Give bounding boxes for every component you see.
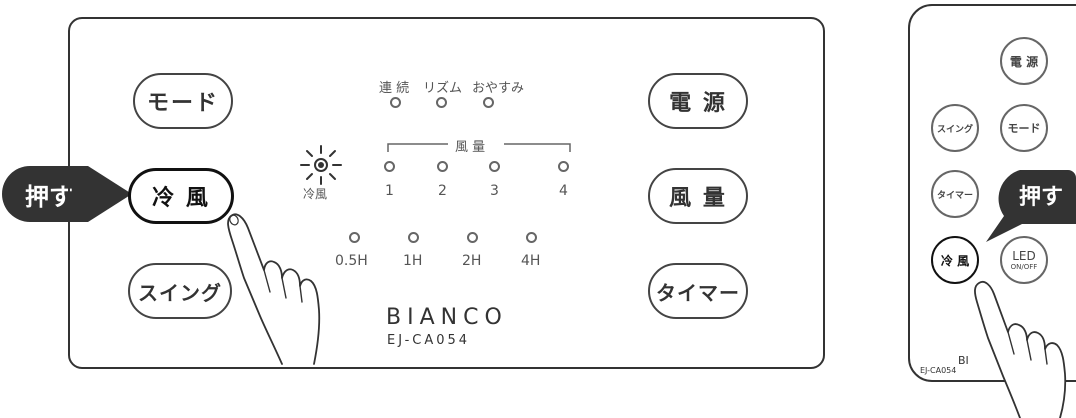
timer-level-1h: 1H [403,253,423,269]
swing-button[interactable]: スイング [128,263,232,319]
timer-led-1h [408,232,419,243]
remote-led-sublabel: ON/OFF [1010,262,1038,271]
model-number: EJ-CA054 [387,333,471,348]
remote-control [908,4,1076,382]
remote-brand-partial: BI [958,354,969,367]
remote-mode-button[interactable]: モード [1000,104,1048,152]
timer-led-4h [526,232,537,243]
mode-label-sleep: おやすみ [472,81,525,96]
remote-led-button[interactable]: LED ON/OFF [1000,236,1048,284]
mode-label-rhythm: リズム [423,81,463,96]
mode-button[interactable]: モード [133,73,233,129]
remote-swing-button[interactable]: スイング [931,104,979,152]
airflow-label: 風 量 [455,140,486,155]
airflow-led-2 [437,161,448,172]
press-callout-left: 押す [0,164,135,224]
timer-level-2h: 2H [462,253,482,269]
airflow-bracket [387,143,571,152]
airflow-level-1: 1 [385,183,394,199]
hand-pointer-icon [227,213,321,365]
airflow-level-4: 4 [559,183,568,199]
mode-led-sleep [483,97,494,108]
airflow-led-1 [384,161,395,172]
cool-indicator-lit-icon [300,145,342,185]
callout-arrow-shape [2,166,132,222]
press-callout-right-label: 押す [1018,185,1063,210]
cool-indicator-label: 冷風 [303,187,328,201]
remote-led-label: LED [1012,248,1036,263]
airflow-level-2: 2 [438,183,447,199]
mode-led-rhythm [436,97,447,108]
timer-led-2h [467,232,478,243]
callout-bubble-shape [986,170,1076,242]
mode-led-continuous [390,97,401,108]
timer-level-4h: 4H [521,253,541,269]
brand-logo: BIANCO [386,305,508,330]
timer-level-0-5h: 0.5H [335,253,368,269]
remote-cool-air-button[interactable]: 冷 風 [931,236,979,284]
cool-air-button[interactable]: 冷 風 [128,168,234,224]
mode-label-continuous: 連 続 [379,81,410,96]
control-panel [68,17,825,369]
press-callout-right: 押す [978,166,1076,244]
timer-led-0-5h [349,232,360,243]
press-callout-left-label: 押す [25,182,73,211]
remote-timer-button[interactable]: タイマー [931,170,979,218]
airflow-button[interactable]: 風 量 [648,168,748,224]
airflow-led-3 [489,161,500,172]
timer-button[interactable]: タイマー [648,263,748,319]
airflow-led-4 [558,161,569,172]
power-button[interactable]: 電 源 [648,73,748,129]
airflow-level-3: 3 [490,183,499,199]
remote-power-button[interactable]: 電 源 [1000,37,1048,85]
remote-model-partial: EJ-CA054 [920,366,957,375]
remote-hand-pointer-icon [974,281,1067,418]
